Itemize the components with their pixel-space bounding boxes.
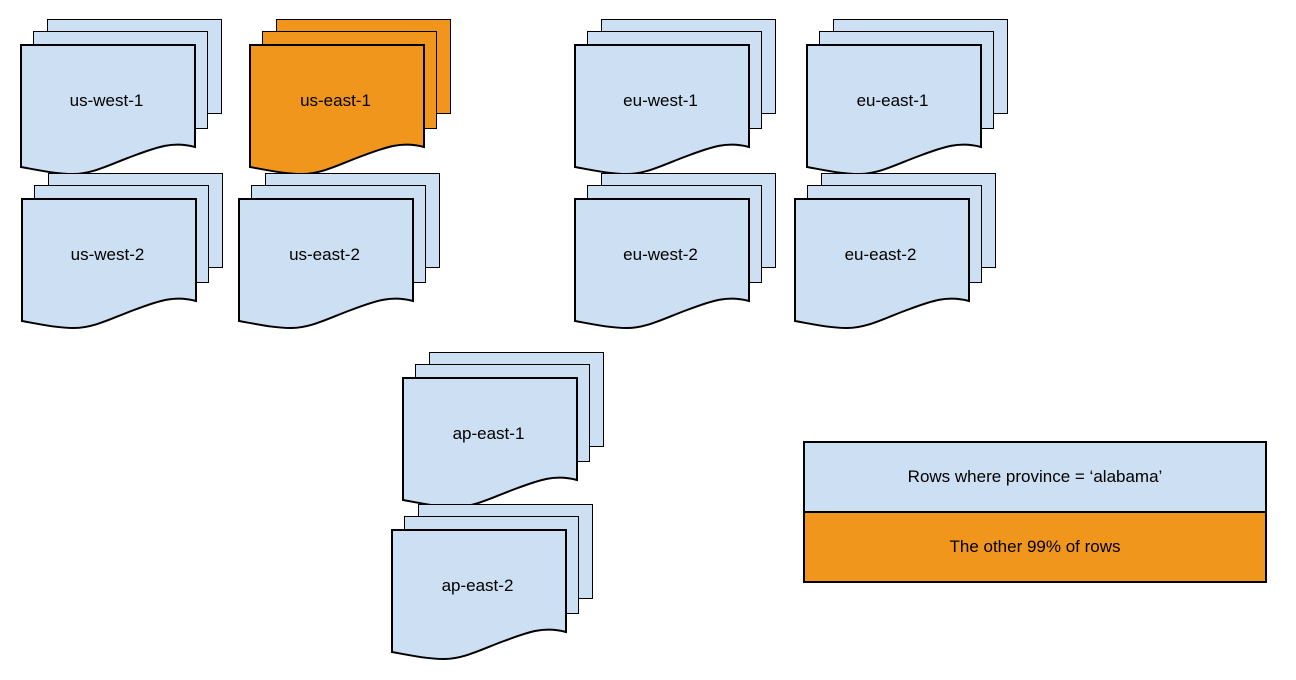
document-shape: [806, 44, 982, 176]
region-stack-ap-east-1: ap-east-1: [401, 352, 605, 510]
legend: Rows where province = ‘alabama’ The other…: [803, 441, 1267, 583]
region-stack-eu-west-1: eu-west-1: [573, 19, 777, 177]
document-shape: [402, 377, 578, 509]
region-stack-ap-east-2: ap-east-2: [390, 504, 594, 662]
document-shape: [391, 529, 567, 661]
document-shape: [574, 44, 750, 176]
document-shape: [794, 198, 970, 330]
region-stack-eu-west-2: eu-west-2: [573, 173, 777, 331]
legend-item-label: Rows where province = ‘alabama’: [907, 467, 1163, 486]
region-stack-us-west-1: us-west-1: [19, 19, 223, 177]
region-stack-eu-east-2: eu-east-2: [793, 173, 997, 331]
legend-item-blue: Rows where province = ‘alabama’: [805, 443, 1265, 511]
document-shape: [238, 198, 414, 330]
region-stack-us-east-2: us-east-2: [237, 173, 441, 331]
region-stack-us-west-2: us-west-2: [20, 173, 224, 331]
legend-item-label: The other 99% of rows: [949, 537, 1121, 556]
document-shape: [249, 44, 425, 176]
document-shape: [20, 44, 196, 176]
region-stack-eu-east-1: eu-east-1: [805, 19, 1009, 177]
document-shape: [21, 198, 197, 330]
document-shape: [574, 198, 750, 330]
legend-item-orange: The other 99% of rows: [805, 511, 1265, 581]
region-stack-us-east-1: us-east-1: [248, 19, 452, 177]
